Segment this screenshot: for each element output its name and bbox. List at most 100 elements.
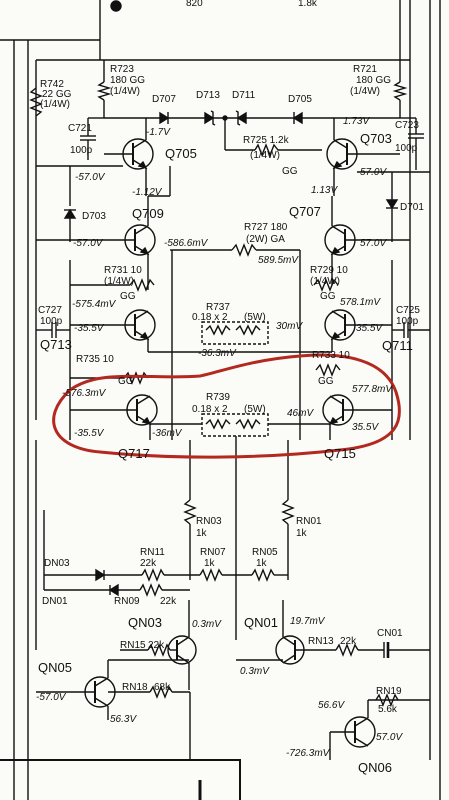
voltage-v19: -36mV (152, 428, 183, 439)
voltage-v20: 577.8mV (352, 384, 393, 395)
voltage-v26: -57.0V (36, 692, 67, 703)
r735-symbol (123, 371, 149, 385)
r739-symbol-a (205, 418, 231, 430)
q713-collector (134, 310, 149, 320)
rn19-value: 5.6k (378, 704, 398, 715)
voltage-v22: 35.5V (352, 422, 379, 433)
q709-collector (134, 225, 149, 235)
cn01-label: CN01 (377, 628, 403, 639)
q717-collector (136, 395, 151, 405)
q713-arrow (139, 331, 150, 341)
q705-arrow (137, 160, 148, 170)
r723-label: R723 (110, 64, 134, 75)
rn15-symbol (147, 643, 171, 657)
rn18-label: RN18 (122, 682, 148, 693)
q707-label: Q707 (289, 204, 321, 219)
dn03-symbol (95, 568, 106, 582)
dn01-symbol (108, 583, 119, 597)
r737-box (201, 321, 269, 345)
rn05-value: 1k (256, 558, 268, 569)
r742-symbol (29, 87, 43, 117)
r721-value: 180 GG (356, 75, 391, 86)
r721-power: (1/4W) (350, 86, 380, 97)
r737-value: 0.18 x 2 (192, 312, 228, 323)
voltage-v3: -1.12V (132, 187, 163, 198)
voltage-v11: -575.4mV (72, 299, 117, 310)
rn13-symbol (335, 643, 359, 657)
d713-label: D713 (196, 90, 220, 101)
voltage-v4: 1.73V (343, 116, 370, 127)
rn18-value: 68k (154, 682, 171, 693)
voltage-v14: 35.5V (356, 323, 383, 334)
r733-label: R733 10 (312, 350, 350, 361)
q703-collector (333, 139, 348, 149)
r725-symbol (254, 143, 279, 157)
q717-arrow (141, 416, 152, 426)
voltage-v30: -726.3mV (286, 748, 331, 759)
voltage-v25: 0.3mV (240, 666, 270, 677)
r729-gg: GG (320, 291, 336, 302)
rn09-value: 22k (160, 596, 177, 607)
d705-symbol (292, 111, 303, 125)
d713-symbol (204, 111, 215, 125)
c727-label: C727 (38, 305, 62, 316)
q705-collector (132, 139, 147, 149)
rn19-symbol (375, 693, 399, 707)
q707-arrow (330, 246, 341, 256)
c723-label: C723 (395, 120, 419, 131)
voltage-v27: 56.3V (110, 714, 137, 725)
rn15-label: RN15 (120, 640, 146, 651)
r729-power: (1/4W) (310, 276, 340, 287)
voltage-v15: -36.3mV (198, 348, 237, 359)
qn05-emitter (94, 697, 109, 707)
r725-power: (1/4W) (250, 150, 280, 161)
rn13-value: 22k (340, 636, 357, 647)
top-label-right: 1.8k (298, 0, 318, 9)
d703-label: D703 (82, 211, 106, 222)
r721-label: R721 (353, 64, 377, 75)
r742-label: R742 (40, 79, 64, 90)
r733-gg: GG (318, 376, 334, 387)
rn13-label: RN13 (308, 636, 334, 647)
rn03-symbol (183, 499, 197, 525)
q711-collector (331, 310, 346, 320)
d713-bar (210, 110, 216, 126)
qn03-label: QN03 (128, 615, 162, 630)
rn11-label: RN11 (140, 547, 165, 558)
voltage-v18: -35.5V (74, 428, 105, 439)
r725-gg: GG (282, 166, 298, 177)
qn06-emitter (354, 737, 369, 747)
voltage-v6: 1.13V (311, 185, 338, 196)
rn07-label: RN07 (200, 547, 226, 558)
qn05-collector (94, 677, 109, 687)
c725-value: 100p (396, 316, 419, 327)
r742-value: 22 GG (42, 89, 72, 100)
r737-symbol-a (205, 324, 231, 336)
qn03-collector (176, 636, 190, 646)
voltage-v2: -57.0V (75, 172, 106, 183)
r737-label: R737 (206, 302, 230, 313)
d701-label: D701 (400, 202, 424, 213)
voltage-v5: 57.0V (360, 167, 387, 178)
q711-label: Q711 (382, 338, 413, 353)
r723-power: (1/4W) (110, 86, 140, 97)
q715-label: Q715 (324, 446, 356, 461)
d711-label: D711 (232, 90, 256, 101)
r723-symbol (96, 81, 112, 101)
rn07-value: 1k (204, 558, 216, 569)
d711-symbol (236, 111, 247, 125)
q717-label: Q717 (118, 446, 150, 461)
r739-power: (5W) (244, 404, 266, 415)
qn06-collector (354, 717, 369, 727)
d703-symbol (63, 208, 77, 219)
qn03-symbol (167, 635, 197, 665)
qn03-emitter (176, 654, 190, 664)
q715-collector (329, 395, 344, 405)
dn01-label: DN01 (42, 596, 68, 607)
r739-label: R739 (206, 392, 230, 403)
voltage-v7: -57.0V (73, 238, 104, 249)
voltage-v1: -1.7V (146, 127, 171, 138)
q711-arrow (330, 331, 341, 341)
voltage-v8: -586.6mV (164, 238, 209, 249)
